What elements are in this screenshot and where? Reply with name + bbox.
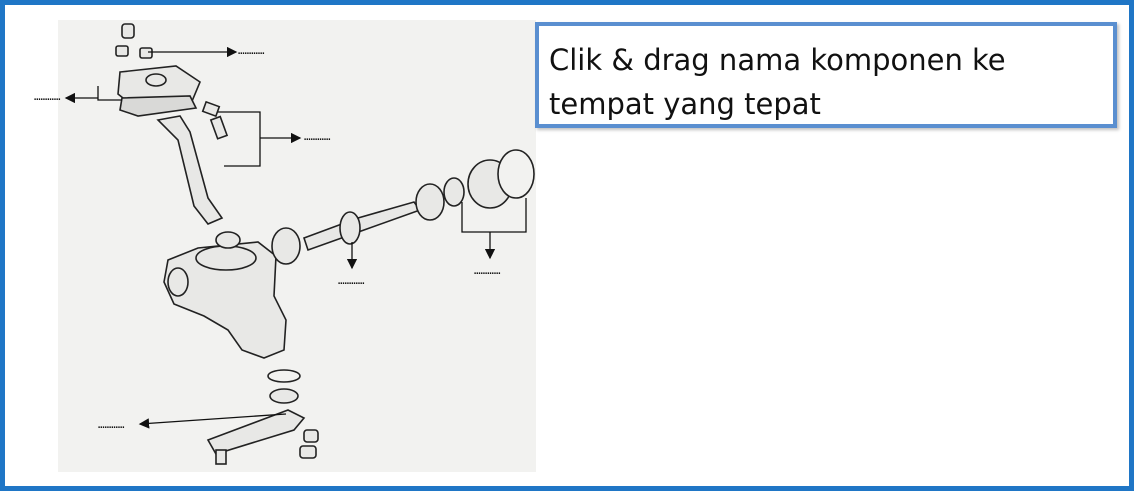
gear-housing-part bbox=[163, 241, 287, 359]
upper-bearing-part bbox=[415, 183, 445, 221]
bearing-part bbox=[215, 231, 241, 249]
steering-gear-diagram: ………… ………… ………… ………… ………… ………… bbox=[34, 20, 536, 472]
instruction-text: Clik & drag nama komponen ke tempat yang… bbox=[549, 43, 1006, 121]
drop-slot-cover-gasket[interactable]: ………… bbox=[34, 90, 61, 103]
cover-gasket-part bbox=[119, 95, 198, 117]
drop-slot-bearing-plug[interactable]: ………… bbox=[474, 264, 501, 277]
shaft-seal-part bbox=[269, 388, 299, 404]
worm-shaft-part bbox=[302, 201, 422, 252]
adjust-bolt-part bbox=[115, 45, 129, 57]
instruction-box: Clik & drag nama komponen ke tempat yang… bbox=[535, 22, 1117, 128]
drop-slot-worm-shaft[interactable]: ………… bbox=[338, 274, 365, 287]
bolt-part bbox=[209, 115, 229, 140]
drop-slot-adjust-screw[interactable]: ………… bbox=[304, 130, 331, 143]
lock-nut-ring-part bbox=[497, 149, 535, 199]
oil-seal-part bbox=[443, 177, 465, 207]
small-nut-part bbox=[139, 47, 153, 59]
washer-part bbox=[201, 100, 221, 118]
exploded-view-drawing bbox=[64, 23, 535, 465]
pitman-nut-part bbox=[303, 429, 319, 443]
drop-slot-pitman-arm[interactable]: ………… bbox=[98, 418, 125, 431]
worm-bearing-part bbox=[271, 227, 301, 265]
drop-slot-top[interactable]: ………… bbox=[238, 44, 265, 57]
snap-ring-part bbox=[267, 369, 301, 383]
lock-nut-part bbox=[121, 23, 135, 39]
sector-shaft-part bbox=[156, 115, 224, 225]
